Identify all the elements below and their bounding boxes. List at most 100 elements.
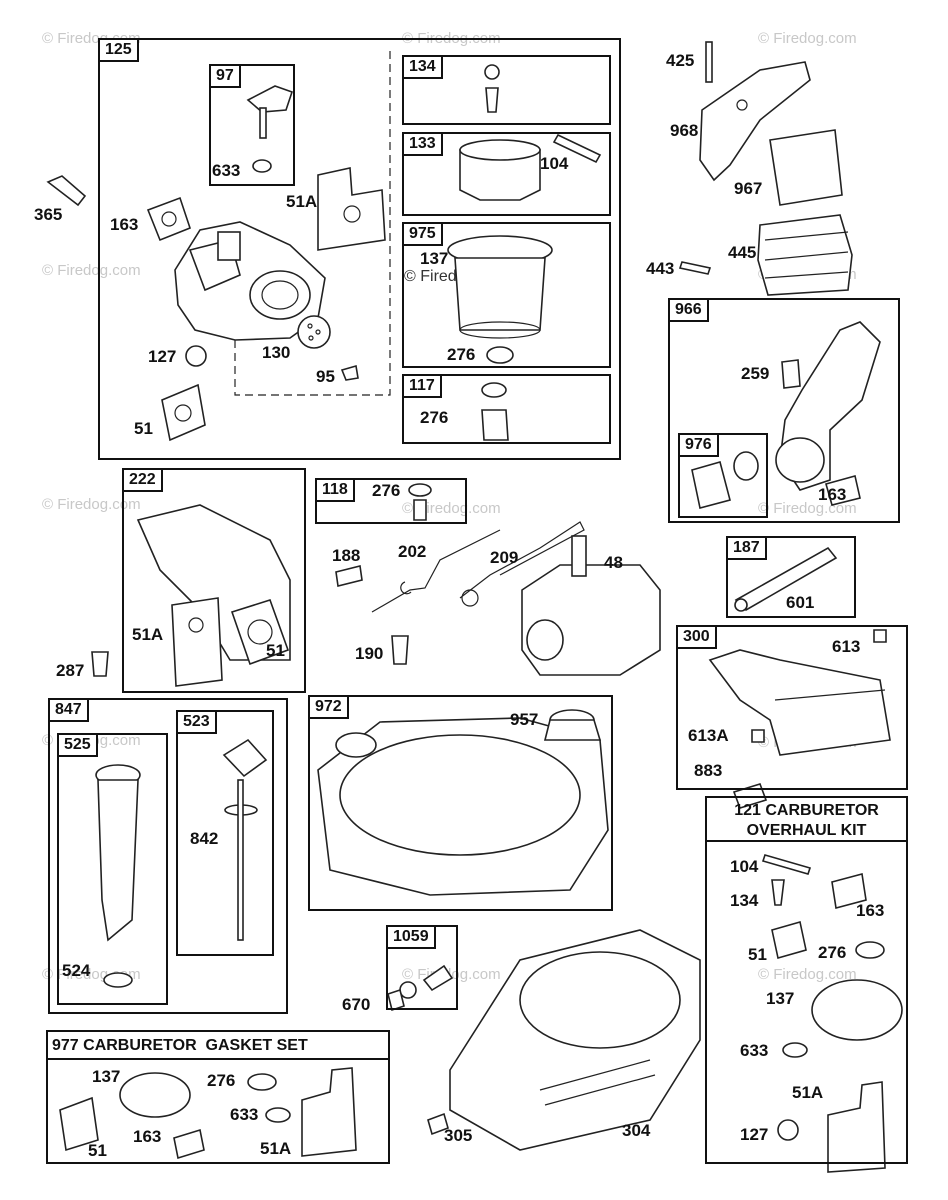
group-975: 975 (402, 222, 611, 368)
label-51a: 51A (286, 192, 318, 211)
kit-121-title-line1: 121 CARBURETOR (734, 802, 879, 819)
label-957: 957 (510, 710, 539, 729)
group-117: 117 (402, 374, 611, 444)
group-number: 523 (176, 710, 217, 734)
label-51: 51 (748, 945, 767, 964)
group-number: 976 (678, 433, 719, 457)
label-51: 51 (134, 419, 153, 438)
label-524: 524 (62, 961, 91, 980)
group-number: 134 (402, 55, 443, 79)
label-137: 137 (420, 249, 449, 268)
label-365: 365 (34, 205, 63, 224)
watermark: © Firedog.com (758, 30, 857, 47)
group-number: 97 (209, 64, 241, 88)
group-118: 118 (315, 478, 467, 524)
group-133: 133 (402, 132, 611, 216)
label-51: 51 (266, 641, 285, 660)
set-977-title-divider (46, 1030, 390, 1060)
label-613: 613 (832, 637, 861, 656)
label-276: 276 (207, 1071, 236, 1090)
label-188: 188 (332, 546, 361, 565)
label-163: 163 (133, 1127, 162, 1146)
label-190: 190 (355, 644, 384, 663)
label-130: 130 (262, 343, 291, 362)
group-125: 125 (98, 38, 621, 460)
label-163: 163 (110, 215, 139, 234)
group-number: 118 (315, 478, 355, 502)
group-number: 187 (726, 536, 767, 560)
label-137: 137 (766, 989, 795, 1008)
group-number: 847 (48, 698, 89, 722)
label-883: 883 (694, 761, 723, 780)
watermark: © Firedog.com (42, 262, 141, 279)
label-613a: 613A (688, 726, 729, 745)
label-95: 95 (316, 367, 335, 386)
label-445: 445 (728, 243, 757, 262)
group-187: 187 (726, 536, 856, 618)
set-977-title: 977 CARBURETOR GASKET SET (52, 1037, 308, 1054)
label-670: 670 (342, 995, 371, 1014)
kit-121 (705, 796, 908, 1164)
label-967: 967 (734, 179, 763, 198)
label-276: 276 (447, 345, 476, 364)
label-127: 127 (148, 347, 177, 366)
label-137: 137 (92, 1067, 121, 1086)
label-287: 287 (56, 661, 85, 680)
label-842: 842 (190, 829, 219, 848)
label-202: 202 (398, 542, 427, 561)
label-425: 425 (666, 51, 695, 70)
label-305: 305 (444, 1126, 473, 1145)
group-number: 975 (402, 222, 443, 246)
label-259: 259 (741, 364, 770, 383)
group-222: 222 (122, 468, 306, 693)
label-51a: 51A (260, 1139, 292, 1158)
label-163: 163 (856, 901, 885, 920)
group-number: 525 (57, 733, 98, 757)
label-968: 968 (670, 121, 699, 140)
group-972: 972 (308, 695, 613, 911)
group-976: 976 (678, 433, 768, 518)
label-134: 134 (730, 891, 759, 910)
group-847: 847 (48, 698, 288, 1014)
group-number: 222 (122, 468, 163, 492)
label-127: 127 (740, 1125, 769, 1144)
label-443: 443 (646, 259, 675, 278)
label-633: 633 (230, 1105, 259, 1124)
label-209: 209 (490, 548, 519, 567)
label-633: 633 (212, 161, 241, 180)
group-134: 134 (402, 55, 611, 125)
group-number: 1059 (386, 925, 436, 949)
group-525: 525 (57, 733, 168, 1005)
watermark: © Firedog.com (42, 496, 141, 513)
label-163: 163 (818, 485, 847, 504)
kit-121-title-divider (705, 796, 908, 842)
group-number: 300 (676, 625, 717, 649)
label-276: 276 (818, 943, 847, 962)
label-51: 51 (88, 1141, 107, 1160)
group-number: 133 (402, 132, 443, 156)
label-51a: 51A (132, 625, 164, 644)
label-601: 601 (786, 593, 815, 612)
label-633: 633 (740, 1041, 769, 1060)
label-48: 48 (604, 553, 623, 572)
group-1059: 1059 (386, 925, 458, 1010)
group-number: 117 (402, 374, 442, 398)
label-51a: 51A (792, 1083, 824, 1102)
group-number: 972 (308, 695, 349, 719)
group-97: 97 (209, 64, 295, 186)
group-966: 966 (668, 298, 900, 523)
kit-121-title-line2: OVERHAUL KIT (746, 822, 867, 839)
group-number: 125 (98, 38, 139, 62)
group-number: 966 (668, 298, 709, 322)
group-523: 523 (176, 710, 274, 956)
set-977 (46, 1030, 390, 1164)
label-104: 104 (730, 857, 759, 876)
group-300: 300 (676, 625, 908, 790)
label-104: 104 (540, 154, 569, 173)
label-304: 304 (622, 1121, 651, 1140)
label-276: 276 (420, 408, 449, 427)
label-276: 276 (372, 481, 401, 500)
watermark: © Firedog.com (758, 966, 857, 983)
